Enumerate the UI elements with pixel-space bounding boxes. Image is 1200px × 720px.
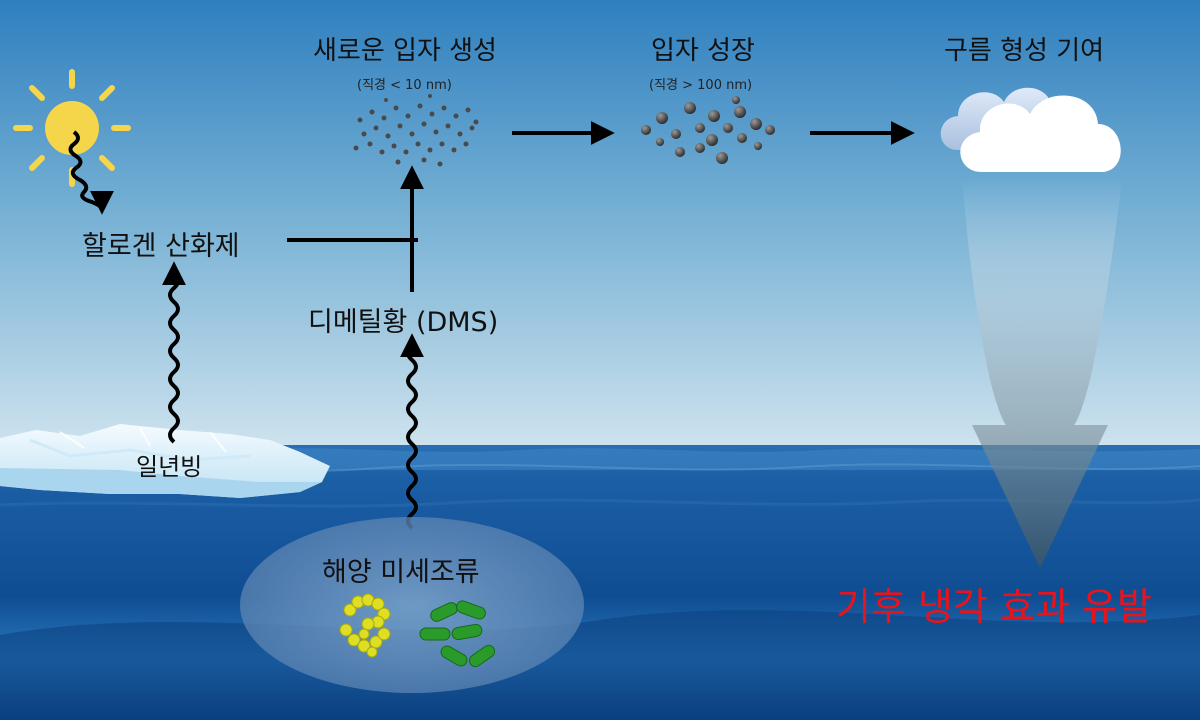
growth-title: 입자 성장 xyxy=(651,36,755,66)
microalgae-label: 해양 미세조류 xyxy=(322,557,480,588)
cooling-effect-label: 기후 냉각 효과 유발 xyxy=(836,585,1152,629)
cloud-icon xyxy=(940,87,1121,172)
sea-ice-icon xyxy=(0,424,330,498)
dms-label: 디메틸황 (DMS) xyxy=(308,307,499,338)
algae-to-dms-wavy-arrow xyxy=(400,333,424,530)
cloud-title: 구름 형성 기여 xyxy=(944,36,1105,66)
halogen-label: 할로겐 산화제 xyxy=(82,231,240,262)
microalgae-icon xyxy=(339,593,496,668)
nucleation-title: 새로운 입자 생성 xyxy=(313,36,497,66)
ice-to-halogen-wavy-arrow xyxy=(162,261,186,444)
microalgae-zone xyxy=(240,517,584,693)
sea-ice-label: 일년빙 xyxy=(136,453,203,481)
cooling-funnel-arrow xyxy=(962,178,1122,568)
sunlight-wavy-arrow xyxy=(68,130,114,215)
growth-size: (직경 > 100 nm) xyxy=(649,78,753,93)
nucleation-size: (직경 < 10 nm) xyxy=(357,78,452,93)
particle-cluster-icon xyxy=(353,94,479,167)
large-particle-cluster-icon xyxy=(641,96,775,164)
sun-icon xyxy=(13,69,131,187)
